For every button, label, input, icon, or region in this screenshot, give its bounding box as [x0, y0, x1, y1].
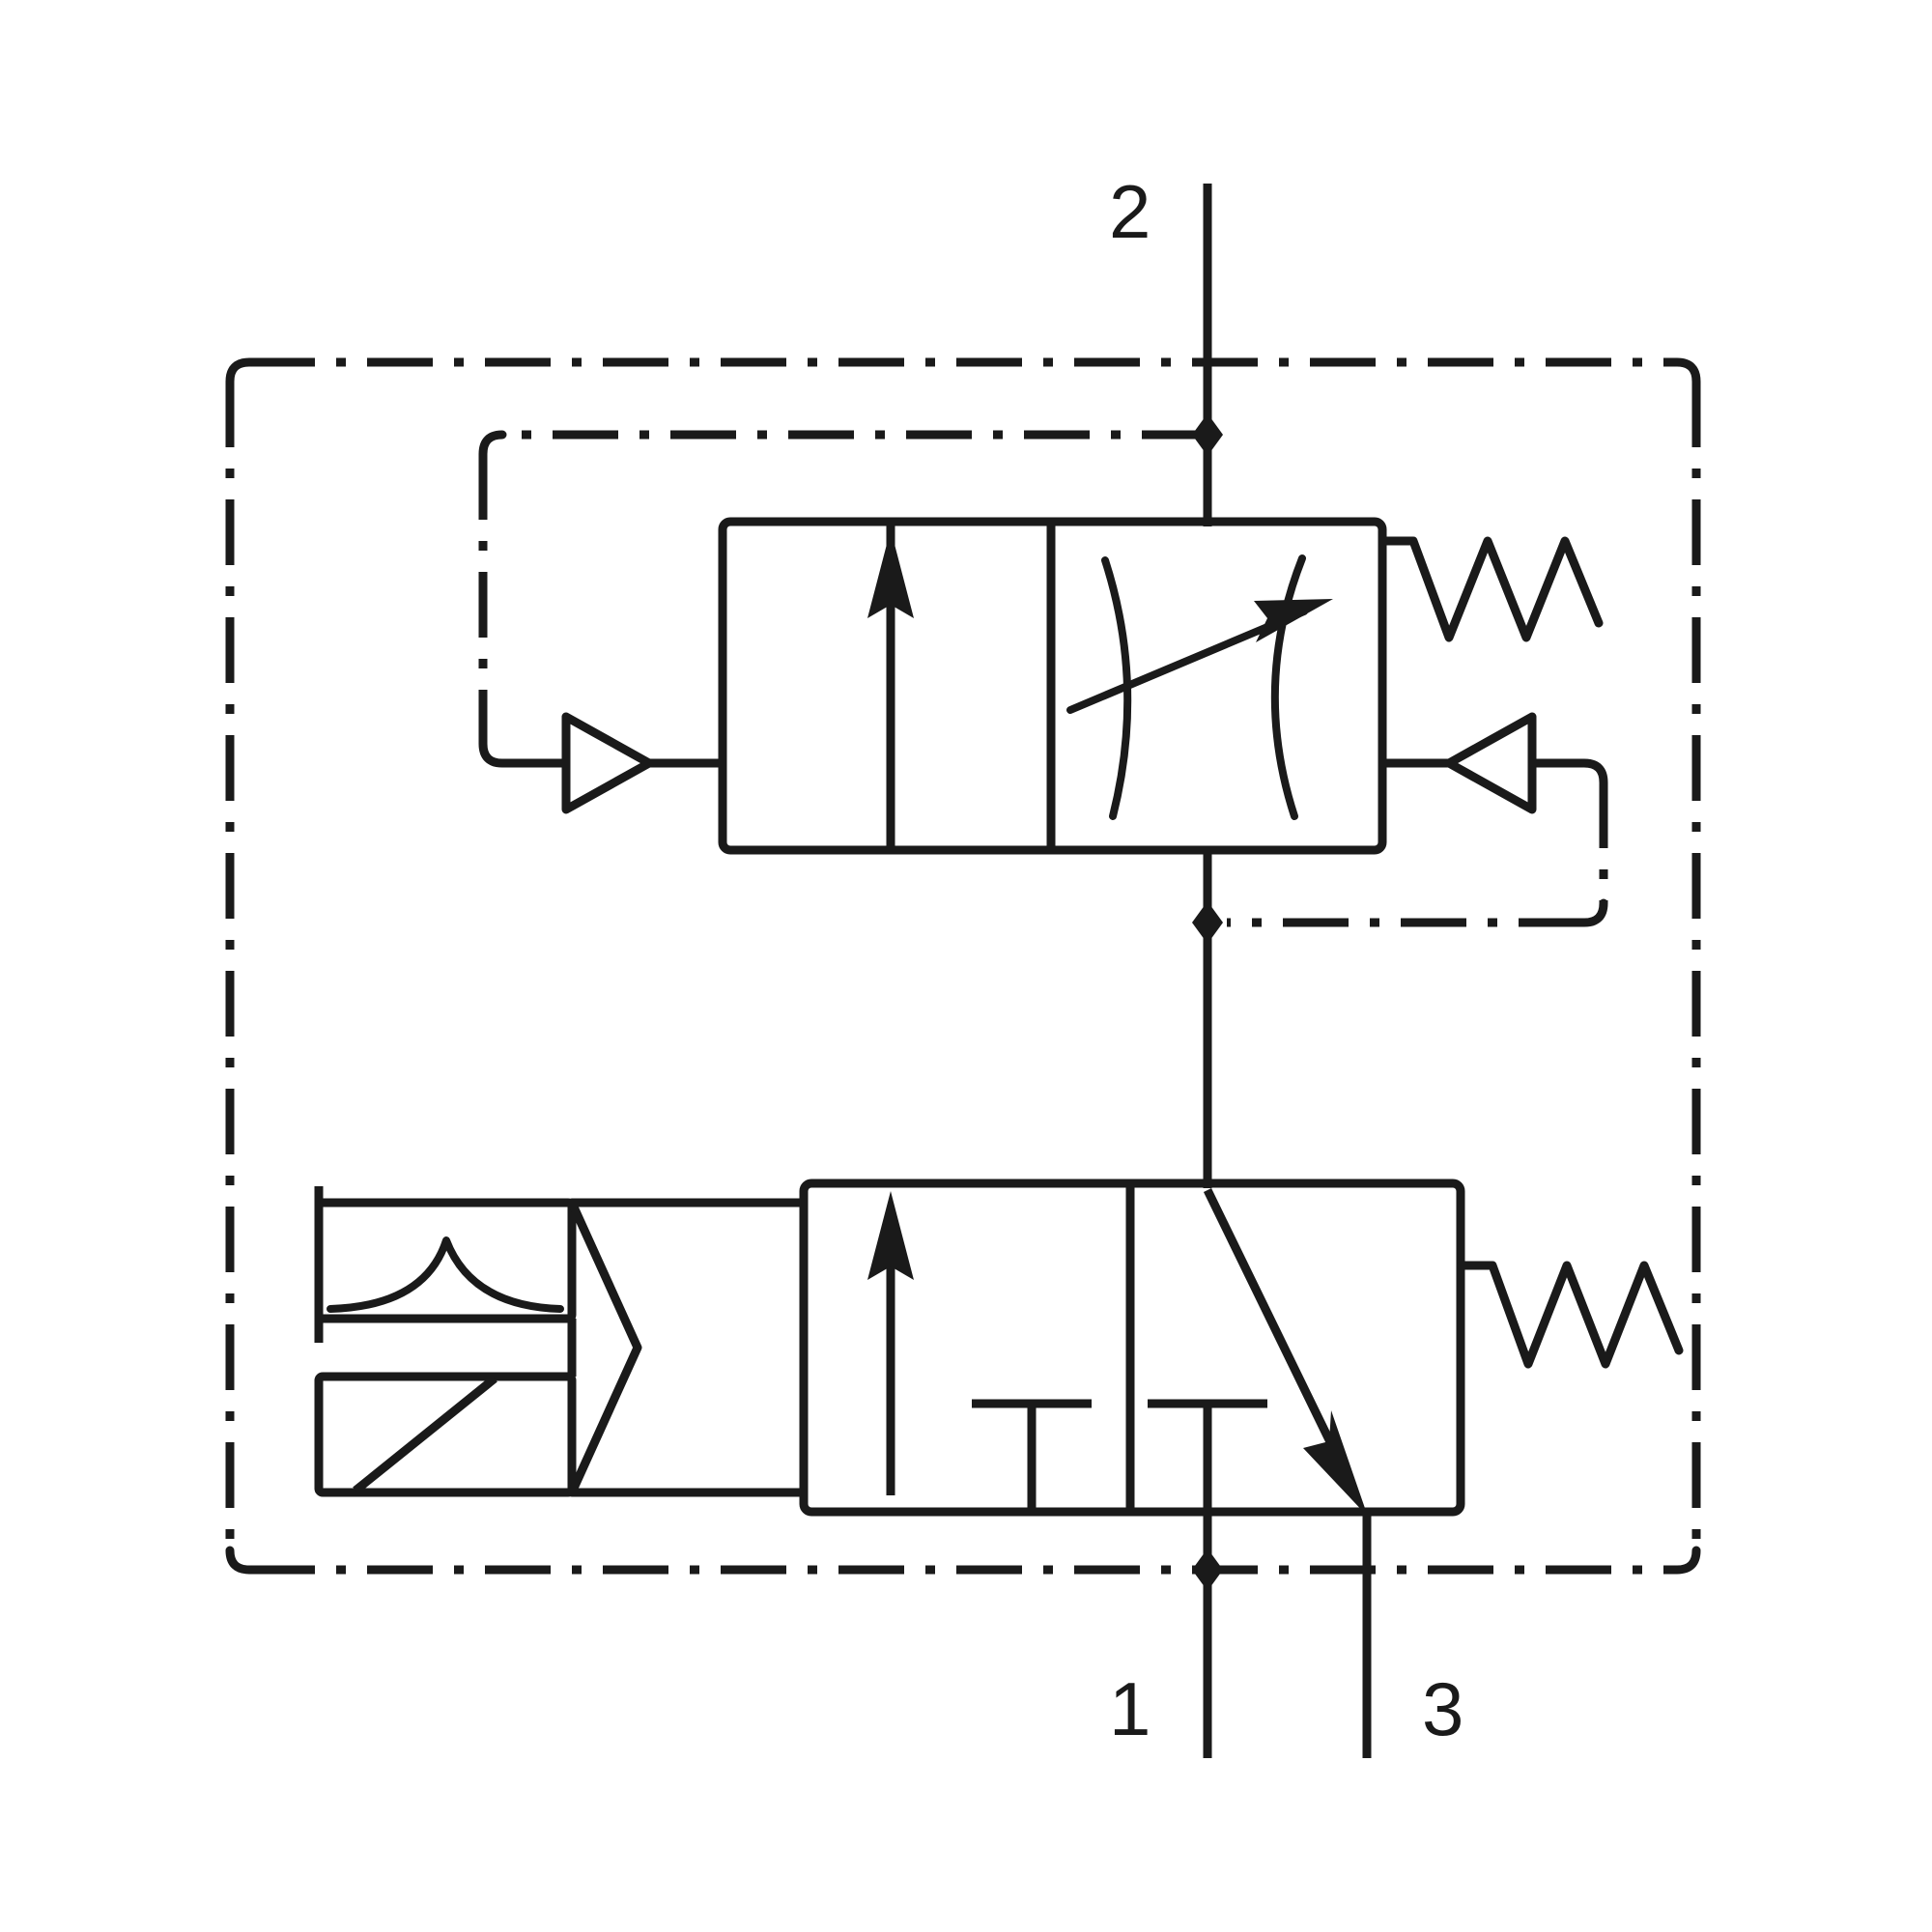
up-arrow-upper-valve [867, 529, 914, 831]
pilot-chevron [567, 1198, 804, 1497]
junction-port2-pilot [1192, 413, 1223, 456]
return-spring-lower [1456, 1261, 1684, 1369]
pilot-triangle-left [561, 712, 723, 814]
left-pilot-feed-line [478, 430, 1208, 768]
junction-below-upper-valve [1192, 901, 1223, 944]
adjustable-restrictor-symbol [1066, 554, 1333, 820]
valve-assembly-boundary [225, 357, 1701, 1575]
manual-override-box [314, 1372, 577, 1497]
pilot-operated-throttle-check-valve [718, 517, 1387, 855]
pilot-triangle-right [1382, 712, 1608, 814]
junction-port1-boundary [1192, 1548, 1223, 1591]
return-spring-upper [1378, 536, 1604, 642]
port-label-2: 2 [1109, 169, 1151, 254]
junction-port2-boundary [1203, 357, 1212, 367]
detent-box [314, 1198, 577, 1323]
port-label-3: 3 [1422, 1666, 1464, 1751]
port-label-1: 1 [1109, 1666, 1151, 1751]
three-two-way-directional-valve [799, 1179, 1465, 1517]
right-pilot-feed-line [1227, 782, 1608, 927]
diagonal-exhaust-arrow [1203, 1188, 1368, 1517]
blocked-port-left [972, 1399, 1092, 1510]
blocked-port-right [1148, 1399, 1267, 1510]
up-arrow-lower-valve [867, 1191, 914, 1495]
